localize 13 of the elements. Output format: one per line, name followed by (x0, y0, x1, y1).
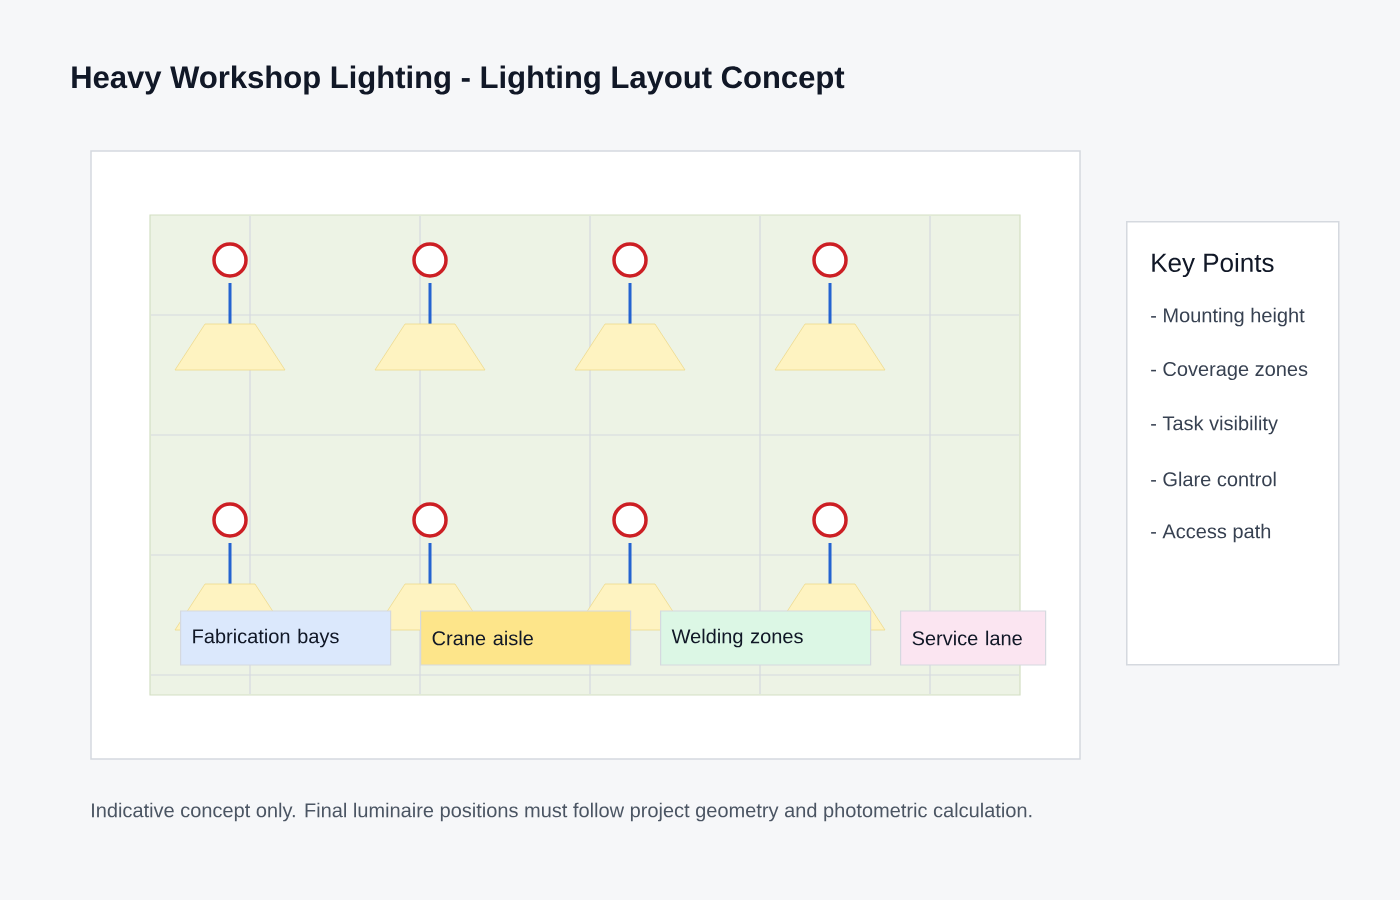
list-item: - Coverage zones (1151, 361, 1308, 381)
key-points-panel (1126, 221, 1340, 666)
list-item: - Glare control (1151, 471, 1276, 487)
list-item: - Access path (1151, 523, 1271, 543)
zone-box: Welding zones (660, 610, 872, 666)
zone-box: Fabrication bays (180, 610, 392, 666)
zone-box: Service lane (900, 610, 1047, 666)
panel-heading: Key Points (1152, 252, 1274, 278)
list-item: - Mounting height (1151, 307, 1305, 327)
list-item: - Task visibility (1151, 415, 1278, 435)
caption: Indicative concept only. Final luminaire positions must follow project geometry and photometric calculation. (92, 802, 1032, 822)
zone-box: Crane aisle (420, 610, 632, 666)
title: Heavy Workshop Lighting - Lighting Layout Concept (72, 65, 845, 95)
